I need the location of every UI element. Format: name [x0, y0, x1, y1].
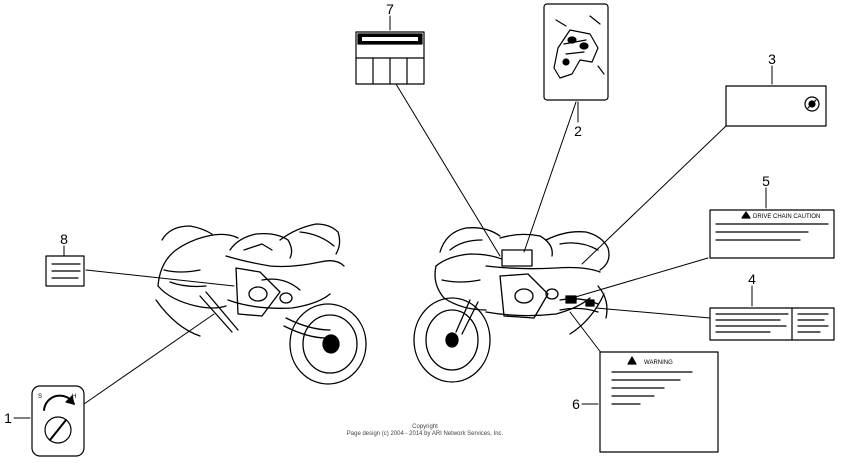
dial-h-text: H: [72, 394, 76, 400]
callout-5: 5: [762, 173, 770, 189]
label-5-drawing: DRIVE CHAIN CAUTION: [709, 209, 835, 259]
label-6-drawing: WARNING: [599, 351, 719, 453]
callout-6: 6: [572, 396, 580, 412]
callout-7: 7: [386, 1, 394, 17]
callout-2: 2: [574, 123, 582, 139]
warning-heading-text: WARNING: [644, 360, 673, 366]
label-8-drawing: [45, 255, 85, 287]
drive-chain-caution-text: DRIVE CHAIN CAUTION: [753, 214, 820, 220]
copyright-notice: Copyright Page design (c) 2004 - 2014 by…: [300, 424, 550, 438]
callout-numbers: 7 2 3 5 4 8 1 6: [4, 1, 776, 426]
copyright-line-2: Page design (c) 2004 - 2014 by ARI Netwo…: [346, 431, 504, 437]
label-1-drawing: S H: [31, 385, 85, 457]
label-2-drawing: [543, 3, 609, 101]
label-4-drawing: [709, 307, 835, 341]
callout-3: 3: [768, 51, 776, 67]
callout-4: 4: [748, 271, 756, 287]
callout-1: 1: [4, 410, 12, 426]
label-3-drawing: [725, 85, 827, 127]
dial-s-text: S: [38, 394, 42, 400]
callout-8: 8: [60, 231, 68, 247]
leader-lines: [13, 15, 773, 419]
copyright-line-1: Copyright: [412, 424, 438, 430]
motorcycle-left-side: [413, 227, 610, 383]
label-7-drawing: [355, 31, 425, 85]
motorcycle-right-side: [155, 223, 367, 385]
